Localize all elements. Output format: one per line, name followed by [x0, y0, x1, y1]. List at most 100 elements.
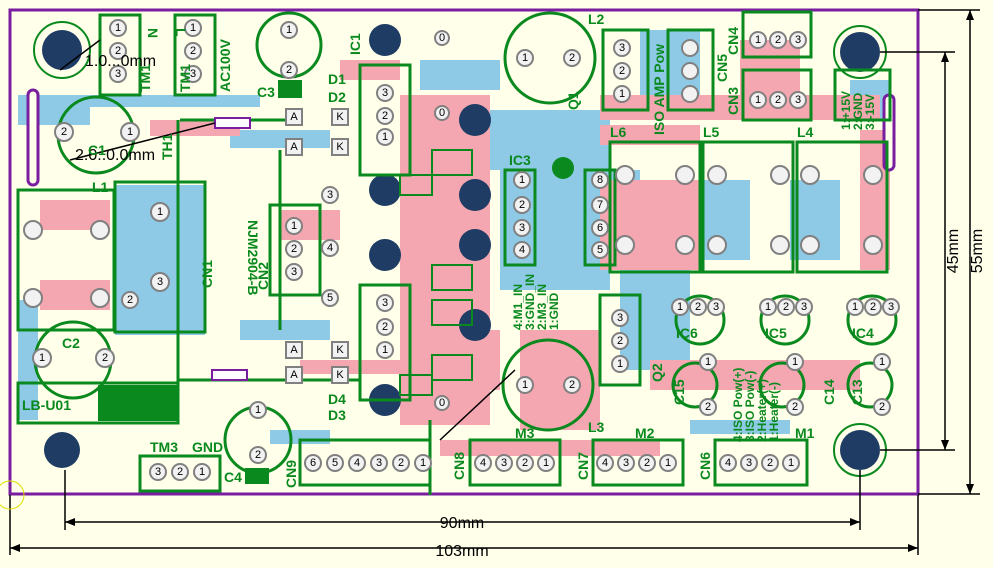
pad-number: 3	[795, 94, 801, 106]
label-d3: D3	[328, 407, 346, 423]
dim-width-inner: 90mm	[440, 515, 484, 532]
pad-number: 2	[619, 65, 625, 77]
pad-number: 2	[870, 301, 876, 313]
pad	[681, 62, 699, 80]
label-cn5: CN5	[714, 54, 730, 82]
pad	[109, 65, 127, 83]
pad	[376, 107, 394, 125]
pad-number: A	[290, 141, 298, 153]
top-copper	[40, 40, 890, 456]
label-cn9: CN9	[283, 460, 299, 488]
pad-number: 7	[597, 199, 603, 211]
pad-number: 1	[519, 174, 525, 186]
label-l2: L2	[588, 11, 605, 27]
label-tm1b: TM1	[177, 64, 193, 92]
label-l6: L6	[610, 124, 627, 140]
pad-number: 1	[39, 352, 45, 364]
pad	[786, 398, 804, 416]
pad	[285, 240, 303, 258]
label-cn2: CN2	[255, 262, 271, 290]
label-m2: M2	[635, 425, 655, 441]
pad-number: 3	[190, 68, 196, 80]
pad-number: 2	[286, 64, 292, 76]
pad	[513, 171, 531, 189]
pad-number: 2	[190, 45, 196, 57]
pad	[749, 31, 767, 49]
pad-number: 1	[291, 220, 297, 232]
pin-legend-line: 2:Heater(+)	[755, 379, 769, 442]
pad-number: 1	[677, 301, 683, 313]
cn8-pin-legend: 4:M1_IN3:GND_IN2:M3_IN1:GND	[511, 274, 561, 330]
pad-number: 1	[755, 34, 761, 46]
pad-number: 2	[569, 379, 575, 391]
dim-height-inner: 45mm	[945, 229, 962, 273]
pad	[171, 463, 189, 481]
pad	[638, 454, 656, 472]
pad	[376, 341, 394, 359]
pad	[782, 454, 800, 472]
pad	[591, 241, 609, 259]
pad-number: 2	[255, 449, 261, 461]
label-c14: C14	[821, 379, 837, 405]
pad-number: 3	[801, 301, 807, 313]
pad	[873, 353, 891, 371]
pad-number: 3	[519, 222, 525, 234]
pad	[90, 220, 110, 240]
pad	[32, 348, 52, 368]
pad	[591, 171, 609, 189]
label-cn7: CN7	[575, 452, 591, 480]
pad	[675, 235, 695, 255]
pad	[613, 39, 631, 57]
pad-number: 2	[102, 352, 108, 364]
pad-number: 2	[382, 321, 388, 333]
label-c4: C4	[224, 469, 242, 485]
pad	[659, 454, 677, 472]
label-cn8: CN8	[451, 452, 467, 480]
label-ic6: IC6	[676, 325, 698, 341]
pad	[591, 219, 609, 237]
pad	[789, 91, 807, 109]
pad-number: 5	[597, 244, 603, 256]
pad	[348, 454, 366, 472]
pad-number: 4	[602, 457, 608, 469]
pad	[699, 398, 717, 416]
pad-number: 3	[623, 457, 629, 469]
pad	[800, 235, 820, 255]
pad-number: 2	[519, 199, 525, 211]
pad	[193, 463, 211, 481]
pad	[613, 85, 631, 103]
pin-legend-line: 1:GND	[547, 292, 561, 330]
pad-number: 1	[382, 344, 388, 356]
label-ic1: IC1	[347, 33, 363, 55]
pad-number: K	[336, 111, 344, 123]
pad-number: 2	[569, 52, 575, 64]
pad	[516, 49, 534, 67]
label-q1: Q1	[565, 91, 581, 110]
pad-number: 0	[439, 397, 445, 409]
pad	[761, 454, 779, 472]
pad-number: 3	[291, 266, 297, 278]
pad-number: 3	[713, 301, 719, 313]
pad	[150, 272, 170, 292]
pad-number: 0	[439, 32, 445, 44]
pad	[596, 454, 614, 472]
pad-number: 3	[617, 312, 623, 324]
pad	[285, 138, 303, 156]
pad-number: 2	[775, 34, 781, 46]
pad	[285, 108, 303, 126]
pad	[23, 288, 43, 308]
pad-number: 4	[519, 244, 525, 256]
pad	[770, 165, 790, 185]
pad	[873, 398, 891, 416]
pad	[719, 454, 737, 472]
pad	[516, 376, 534, 394]
board-slot-left	[26, 88, 40, 187]
pad-number: 3	[376, 457, 382, 469]
pad-number: 8	[597, 174, 603, 186]
pad-number: 1	[115, 22, 121, 34]
pad	[495, 454, 513, 472]
pad	[121, 291, 139, 309]
pad	[617, 454, 635, 472]
pad	[280, 21, 298, 39]
